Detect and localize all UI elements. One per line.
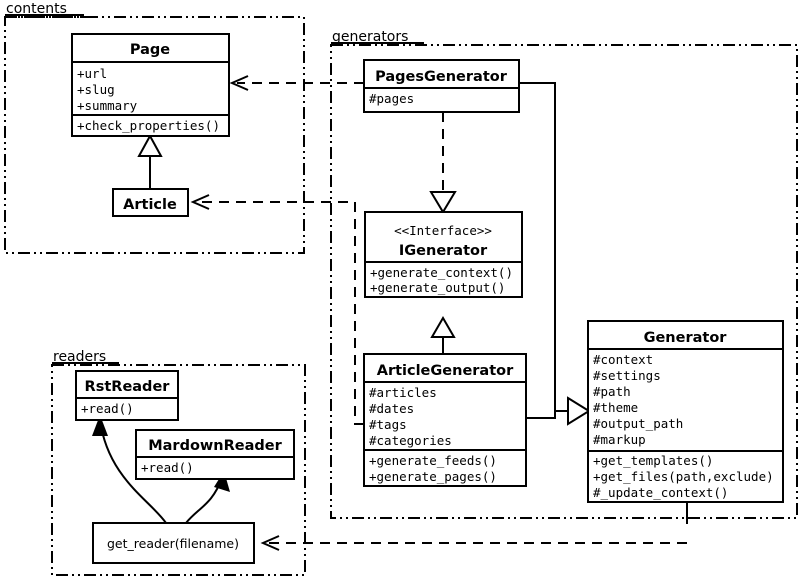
class-rst-reader[interactable]: RstReader +read() — [75, 370, 179, 421]
function-get-reader[interactable]: get_reader(filename) — [92, 522, 255, 564]
class-generator-attribute: #output_path — [593, 416, 683, 431]
relation-articlegenerator-realizes-igenerator — [430, 316, 456, 354]
class-mardown-reader-box[interactable] — [135, 429, 295, 480]
hollow-triangle-arrow-head — [567, 396, 591, 426]
package-readers: readers — [51, 349, 306, 576]
class-igenerator-box[interactable] — [364, 211, 523, 298]
package-readers-border — [51, 364, 306, 576]
package-generators-label: generators — [332, 29, 408, 45]
class-pages-generator[interactable]: PagesGenerator #pages — [363, 59, 520, 113]
class-generator[interactable]: Generator #context #settings #path #them… — [587, 320, 784, 503]
class-article-generator-operation: +generate_feeds() — [369, 453, 497, 468]
class-article-generator-operation: +generate_pages() — [369, 469, 497, 484]
class-igenerator-stereotype: <<Interface>> — [394, 223, 492, 238]
class-pages-generator-title: PagesGenerator — [375, 69, 508, 85]
class-igenerator-title: IGenerator — [399, 243, 488, 259]
open-arrow-head — [260, 535, 280, 551]
class-article-generator-attribute: #articles — [369, 385, 437, 400]
class-pages-generator-attribute: #pages — [369, 91, 414, 106]
hollow-triangle-arrow-head — [430, 316, 456, 338]
relation-generator-uses-getreader — [260, 502, 688, 551]
class-article-title: Article — [123, 197, 177, 213]
class-article-generator[interactable]: ArticleGenerator #articles #dates #tags … — [363, 353, 527, 487]
class-mardown-reader-operation: +read() — [141, 460, 194, 475]
hollow-triangle-arrow-head — [137, 133, 163, 157]
class-generator-title: Generator — [644, 330, 728, 346]
class-article-generator-attribute: #tags — [369, 417, 407, 432]
package-contents: contents — [4, 1, 305, 254]
class-pages-generator-box[interactable] — [363, 59, 520, 113]
function-get-reader-label: get_reader(filename) — [107, 536, 239, 551]
filled-arrow-head — [92, 415, 108, 436]
hollow-triangle-arrow-head — [429, 191, 457, 214]
class-page[interactable]: Page +url +slug +summary +check_properti… — [71, 33, 230, 137]
class-generator-attribute: #context — [593, 352, 653, 367]
package-contents-border — [4, 16, 305, 254]
package-contents-label: contents — [6, 1, 67, 17]
open-arrow-head — [190, 194, 210, 210]
class-page-operation: +check_properties() — [77, 118, 220, 133]
class-article-generator-attribute: #dates — [369, 401, 414, 416]
class-generator-box[interactable] — [587, 320, 784, 503]
class-page-attribute: +summary — [77, 98, 138, 113]
relation-article-extends-page — [137, 133, 163, 189]
class-rst-reader-title: RstReader — [85, 379, 171, 395]
relation-pagesgenerator-realizes-igenerator — [429, 112, 457, 214]
package-generators: generators — [330, 29, 798, 519]
class-igenerator[interactable]: <<Interface>> IGenerator +generate_conte… — [364, 211, 523, 298]
class-article[interactable]: Article — [112, 188, 189, 217]
class-rst-reader-operation: +read() — [81, 401, 134, 416]
class-page-attribute: +url — [77, 66, 107, 81]
relation-getreader-returns-rstreader — [92, 415, 167, 524]
relation-getreader-returns-mardownreader — [185, 471, 230, 524]
class-article-generator-title: ArticleGenerator — [377, 363, 514, 379]
relation-pagesgenerator-uses-page — [229, 75, 364, 91]
class-igenerator-operation: +generate_output() — [370, 280, 505, 295]
class-generator-operation: #_update_context() — [593, 485, 728, 500]
class-mardown-reader[interactable]: MardownReader +read() — [135, 429, 295, 480]
relation-line — [526, 410, 568, 419]
package-generators-border — [330, 44, 798, 519]
class-generator-attribute: #markup — [593, 432, 646, 447]
class-article-generator-box[interactable] — [363, 353, 527, 487]
class-article-generator-attribute: #categories — [369, 433, 452, 448]
class-generator-attribute: #theme — [593, 400, 638, 415]
class-generator-operation: +get_templates() — [593, 453, 713, 468]
package-readers-label: readers — [53, 349, 106, 365]
class-rst-reader-box[interactable] — [75, 370, 179, 421]
class-article-box[interactable] — [112, 188, 189, 217]
class-page-box[interactable] — [71, 33, 230, 137]
function-get-reader-box[interactable] — [92, 522, 255, 564]
class-mardown-reader-title: MardownReader — [148, 438, 282, 454]
class-page-attribute: +slug — [77, 82, 115, 97]
class-page-title: Page — [130, 42, 170, 58]
class-igenerator-operation: +generate_context() — [370, 265, 513, 280]
open-arrow-head — [229, 75, 249, 91]
relation-curve — [99, 419, 167, 524]
relation-line — [198, 201, 364, 425]
class-generator-operation: +get_files(path,exclude) — [593, 469, 774, 484]
relation-articlegenerator-extends-generator — [526, 396, 591, 426]
class-generator-attribute: #settings — [593, 368, 661, 383]
filled-arrow-head — [214, 471, 230, 492]
class-generator-attribute: #path — [593, 384, 631, 399]
relation-articlegenerator-uses-article — [190, 194, 364, 425]
